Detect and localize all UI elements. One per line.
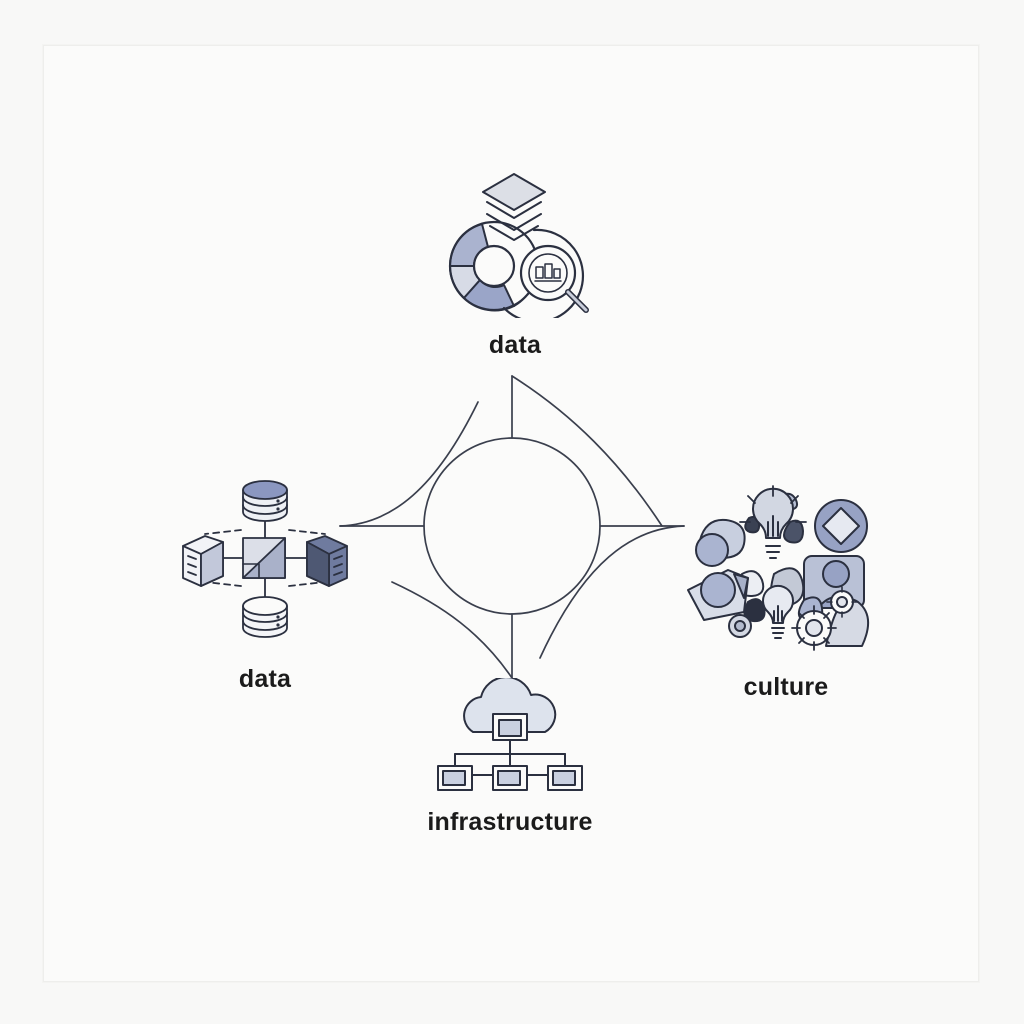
root-server bbox=[492, 713, 528, 741]
central-hub bbox=[332, 366, 692, 686]
layer-arrow bbox=[489, 225, 539, 241]
arc-right-bottom bbox=[539, 525, 685, 659]
child-server-right bbox=[547, 765, 583, 791]
culture-collaboration-icon bbox=[686, 478, 886, 661]
arc-left-top bbox=[339, 401, 479, 527]
lightbulb-large bbox=[739, 485, 807, 559]
hub-circle bbox=[423, 437, 601, 615]
node-label-data-top: data bbox=[488, 331, 542, 359]
layer-mid bbox=[486, 201, 542, 219]
arc-top-right bbox=[511, 375, 663, 527]
person-silhouette-left-top bbox=[695, 518, 746, 567]
child-server-left bbox=[437, 765, 473, 791]
lightbulb-rays bbox=[739, 485, 807, 523]
server-cube-left bbox=[182, 535, 224, 587]
small-circle-blob bbox=[728, 614, 752, 638]
person-silhouette-left-bottom bbox=[687, 569, 749, 621]
node-label-infrastructure: infrastructure bbox=[427, 808, 593, 836]
central-node-square bbox=[242, 537, 286, 579]
cloud-shape bbox=[463, 676, 557, 733]
badge-circle-icon bbox=[814, 499, 868, 553]
database-cylinder-bottom bbox=[242, 596, 288, 638]
node-culture[interactable]: culture bbox=[660, 478, 912, 702]
node-label-data-left: data bbox=[238, 665, 292, 693]
server-cube-right bbox=[306, 535, 348, 587]
cloud-infrastructure-icon bbox=[425, 676, 595, 798]
data-analytics-icon bbox=[430, 168, 600, 323]
node-label-culture: culture bbox=[743, 673, 829, 701]
gear-large bbox=[791, 605, 837, 651]
database-cylinder-top bbox=[242, 480, 288, 522]
arc-bottom-left bbox=[391, 581, 513, 679]
node-data-left[interactable]: data bbox=[140, 468, 390, 694]
layer-bottom bbox=[486, 213, 542, 231]
node-data-top[interactable]: data bbox=[390, 168, 640, 360]
network-connectors bbox=[204, 515, 326, 601]
layer-top bbox=[482, 173, 546, 211]
donut-chart bbox=[448, 220, 540, 312]
lightbulb-small bbox=[762, 584, 794, 639]
magnifier-icon bbox=[519, 244, 589, 313]
node-infrastructure[interactable]: infrastructure bbox=[385, 676, 635, 837]
child-server-center bbox=[492, 765, 528, 791]
gear-small bbox=[826, 586, 858, 618]
tree-connectors bbox=[454, 729, 566, 776]
data-network-icon bbox=[175, 468, 355, 653]
bar-chart-glyph bbox=[534, 263, 562, 282]
